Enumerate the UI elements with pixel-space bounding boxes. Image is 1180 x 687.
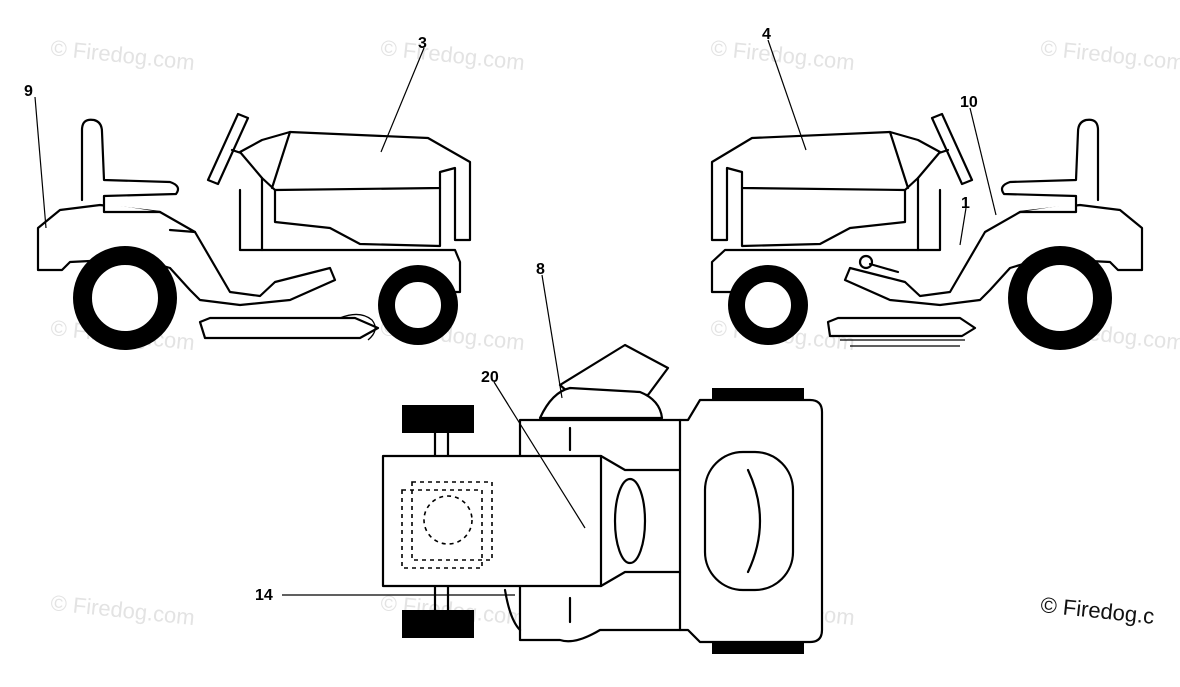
mower-deck xyxy=(826,316,977,338)
callout-3: 3 xyxy=(418,35,427,52)
callout-9: 9 xyxy=(24,83,33,100)
callout-20: 20 xyxy=(481,369,499,386)
engine-cover xyxy=(703,450,795,592)
callout-4: 4 xyxy=(762,26,771,43)
leader-lines xyxy=(34,39,997,596)
front-tire-top xyxy=(712,640,804,654)
tractor-right-side-view xyxy=(710,112,1144,350)
callout-14: 14 xyxy=(255,587,273,604)
copyright-text: © Firedog.c xyxy=(1039,592,1155,629)
tractor-top-view xyxy=(381,343,824,654)
watermark: © Firedog.com xyxy=(379,35,525,75)
hood-body xyxy=(710,130,942,242)
callout-10: 10 xyxy=(960,94,978,111)
steering-wheel xyxy=(930,112,974,186)
watermark: © Firedog.com xyxy=(709,35,855,75)
callout-8: 8 xyxy=(536,261,545,278)
rear-tire-top xyxy=(402,405,474,433)
watermark: © Firedog.com xyxy=(1039,35,1180,75)
watermark: © Firedog.com xyxy=(49,590,195,630)
callout-1: 1 xyxy=(961,195,970,212)
rear-fender xyxy=(36,203,337,307)
fender-top xyxy=(381,454,603,588)
hood-body xyxy=(238,130,472,242)
front-tire-top xyxy=(712,388,804,402)
watermark: © Firedog.com xyxy=(49,35,195,75)
steering-column xyxy=(613,477,647,565)
lever-knob xyxy=(858,254,874,270)
seat xyxy=(80,118,180,214)
rear-tire-top xyxy=(402,610,474,638)
tractor-left-side-view xyxy=(36,112,472,350)
seat xyxy=(1000,118,1100,214)
steering-wheel xyxy=(206,112,250,186)
callout-labels: 9 3 4 10 1 8 20 14 xyxy=(24,26,978,604)
mower-deck xyxy=(198,316,380,340)
